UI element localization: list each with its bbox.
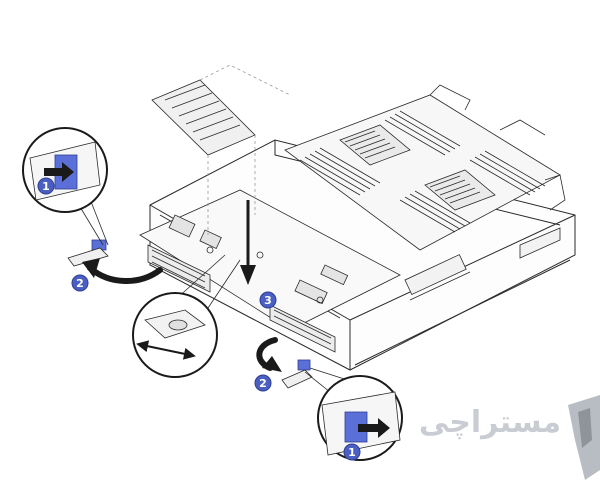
rotate-arrow-right (256, 337, 282, 372)
callout-marker-step2-bottom: 2 (254, 374, 272, 392)
watermark-logo-icon (568, 395, 600, 480)
detail-callout-slider (132, 254, 241, 378)
detail-callout-latch-bottom: 1 (304, 367, 403, 461)
cpu-heatsink-1 (339, 124, 411, 166)
callout-marker-step2-left: 2 (71, 274, 89, 292)
watermark-text: مستراچی (419, 405, 561, 440)
callout-marker-step3: 3 (259, 291, 277, 309)
slider-closeup (136, 309, 206, 360)
tray-release-latch-left (67, 239, 109, 267)
drive-bay-right (269, 304, 336, 353)
callout-step3: 3 (264, 294, 272, 307)
drive-tray-assembly (139, 189, 401, 353)
detail-callout-latch-top: 1 (22, 127, 109, 246)
motherboard-cpu-memory-area (284, 84, 566, 251)
insert-direction-arrow (240, 200, 256, 285)
cpu-heatsink-2 (424, 169, 496, 211)
latch-closeup-bottom (321, 391, 401, 456)
tray-components (168, 214, 349, 305)
rotate-arrow-left (82, 258, 163, 284)
riser-card-guide-lines (199, 64, 291, 235)
callout-step1-bottom: 1 (348, 446, 356, 459)
memory-dimm-slots (299, 110, 546, 233)
riser-card (151, 64, 291, 235)
drive-bay-left (147, 244, 211, 293)
callout-step1-top: 1 (42, 180, 50, 193)
callout-step2-bottom: 2 (259, 377, 267, 390)
callout-step2-left: 2 (76, 277, 84, 290)
rear-connectors (404, 227, 561, 301)
tray-release-latch-right (281, 359, 313, 389)
watermark: مستراچی (419, 395, 600, 480)
